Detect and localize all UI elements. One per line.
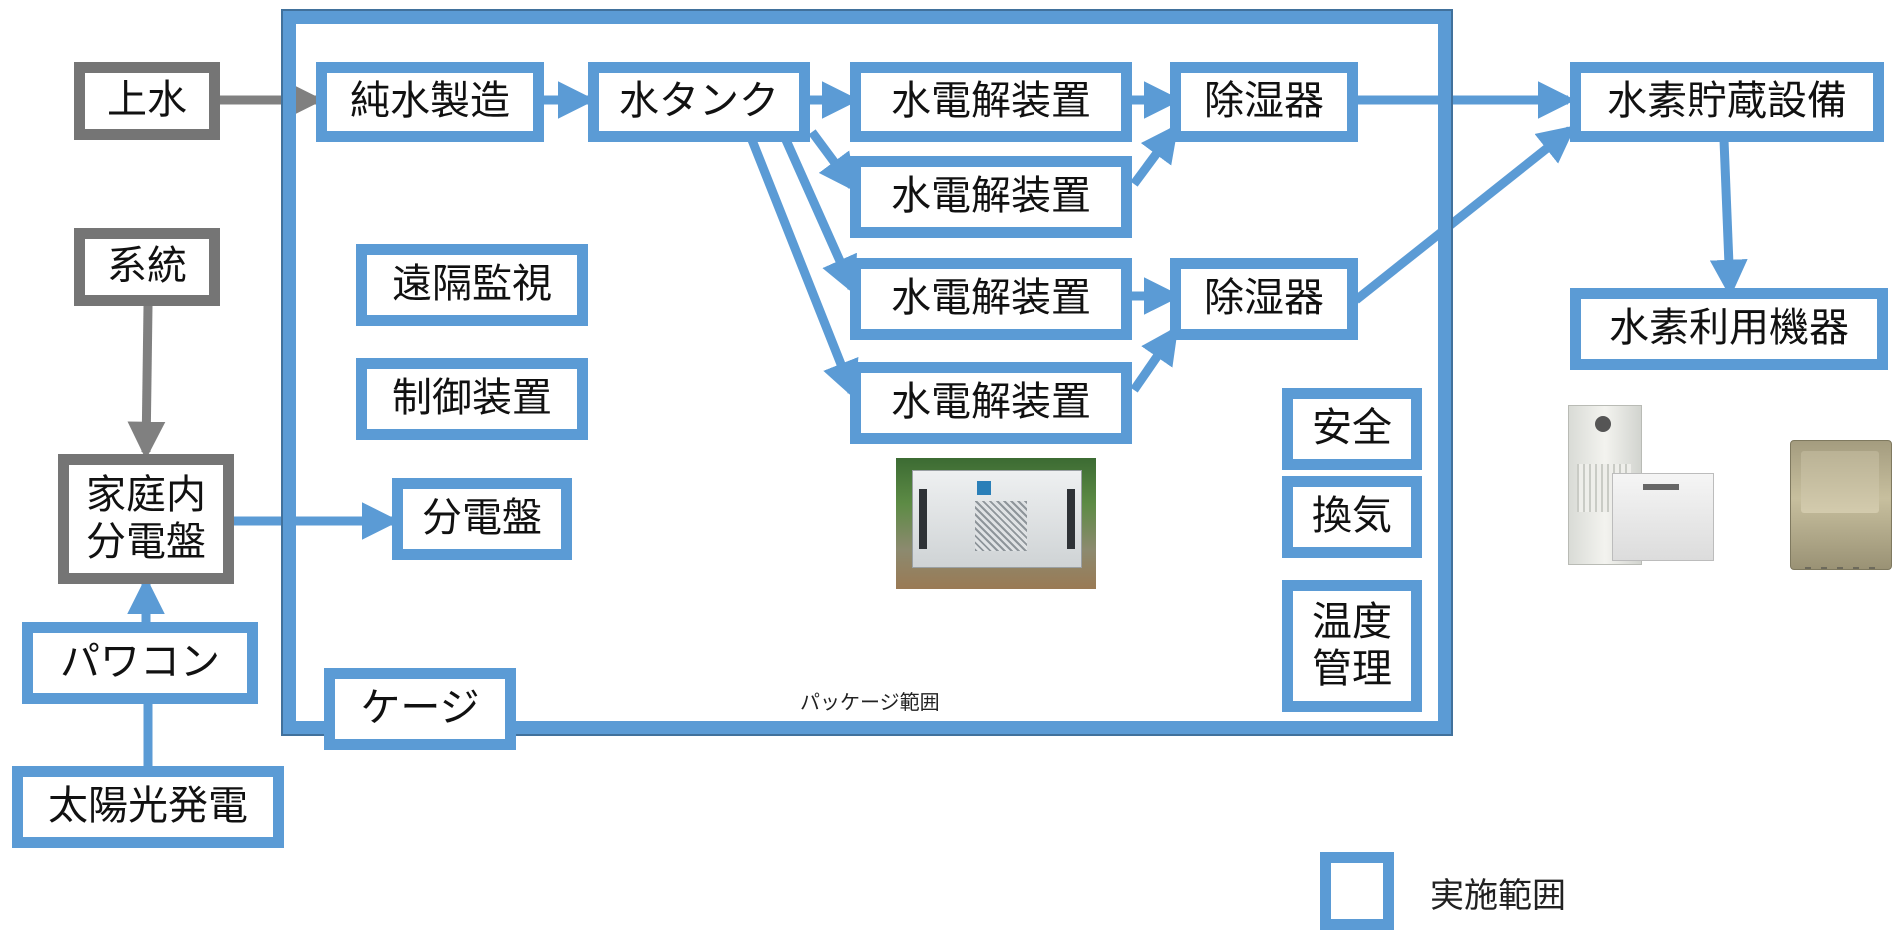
node-electrolyzer-1-label: 水電解装置 (891, 78, 1091, 125)
node-seigyo-label: 制御装置 (392, 375, 552, 422)
heater-front-panel (1801, 451, 1879, 513)
node-keitou: 系統 (74, 228, 220, 306)
node-electrolyzer-4-label: 水電解装置 (891, 379, 1091, 426)
handle-right-icon (1067, 489, 1075, 549)
node-mizu-tank: 水タンク (588, 62, 810, 142)
node-taiyoukou-label: 太陽光発電 (48, 783, 248, 830)
brand-logo-icon (977, 481, 991, 495)
node-bundenban-label: 分電盤 (422, 495, 542, 542)
storage-battery-photo (1612, 473, 1714, 561)
arrow-tank-to-elec3 (781, 138, 857, 295)
node-junsui-label: 純水製造 (350, 78, 510, 125)
node-hydrogen-storage: 水素貯蔵設備 (1570, 62, 1884, 142)
node-keitou-label: 系統 (107, 243, 187, 290)
package-scope-label: パッケージ範囲 (800, 690, 940, 714)
node-katei-bundenban: 家庭内 分電盤 (58, 454, 234, 584)
node-pawakon: パワコン (22, 622, 258, 704)
arrow-tank-to-elec2 (808, 129, 857, 193)
electrolyzer-unit-shape (912, 470, 1082, 568)
node-storage-label: 水素貯蔵設備 (1607, 78, 1847, 125)
node-anzen-label: 安全 (1312, 405, 1392, 452)
node-enkaku-label: 遠隔監視 (392, 261, 552, 308)
arrow-elec4-to-dehum2 (1130, 325, 1179, 393)
arrow-tank-to-elec4 (747, 138, 859, 400)
node-dehumidifier-1-label: 除湿器 (1204, 78, 1324, 125)
legend-label: 実施範囲 (1430, 876, 1566, 916)
node-usage-label: 水素利用機器 (1609, 305, 1849, 352)
node-anzen: 安全 (1282, 388, 1422, 470)
arrow-elec2-to-dehum1 (1130, 123, 1179, 187)
pipes-icon (1805, 567, 1875, 569)
node-taiyoukou: 太陽光発電 (12, 766, 284, 848)
node-pawakon-label: パワコン (60, 639, 220, 686)
node-katei-label-line2: 分電盤 (86, 519, 206, 565)
node-jousui: 上水 (74, 62, 220, 140)
node-cage: ケージ (324, 668, 516, 750)
node-electrolyzer-2-label: 水電解装置 (891, 173, 1091, 220)
water-heater-photo (1790, 440, 1892, 570)
node-seigyo-souchi: 制御装置 (356, 358, 588, 440)
node-dehumidifier-2: 除湿器 (1170, 258, 1358, 340)
node-junsui: 純水製造 (316, 62, 544, 142)
node-dehumidifier-2-label: 除湿器 (1204, 275, 1324, 322)
legend-swatch (1320, 852, 1394, 930)
node-ondo-kanri: 温度 管理 (1282, 580, 1422, 712)
node-ondo-label-line1: 温度 (1312, 598, 1392, 645)
node-mizu-tank-label: 水タンク (619, 78, 779, 125)
node-katei-label-line1: 家庭内 (86, 471, 206, 518)
node-kanki: 換気 (1282, 476, 1422, 558)
arrow-storage-to-usage (1709, 139, 1748, 298)
vent-grille-icon (975, 501, 1027, 551)
node-electrolyzer-1: 水電解装置 (850, 62, 1132, 142)
package-scope-frame (281, 9, 1453, 736)
node-electrolyzer-3-label: 水電解装置 (891, 275, 1091, 322)
handle-left-icon (919, 489, 927, 549)
node-cage-label: ケージ (360, 685, 480, 732)
node-electrolyzer-2: 水電解装置 (850, 156, 1132, 238)
node-jousui-label: 上水 (107, 77, 187, 124)
node-enkaku-kanshi: 遠隔監視 (356, 244, 588, 326)
node-bundenban: 分電盤 (392, 478, 572, 560)
brand-logo-icon (1643, 484, 1679, 490)
node-electrolyzer-4: 水電解装置 (850, 362, 1132, 444)
dial-icon (1595, 416, 1611, 432)
node-ondo-label-line2: 管理 (1312, 646, 1392, 692)
arrow-keitou-to-katei (127, 305, 166, 460)
node-electrolyzer-3: 水電解装置 (850, 258, 1132, 340)
arrow-dehum2-to-storage (1353, 125, 1576, 304)
electrolyzer-photo (896, 458, 1096, 589)
node-hydrogen-usage: 水素利用機器 (1570, 288, 1888, 370)
node-dehumidifier-1: 除湿器 (1170, 62, 1358, 142)
node-kanki-label: 換気 (1312, 493, 1392, 540)
